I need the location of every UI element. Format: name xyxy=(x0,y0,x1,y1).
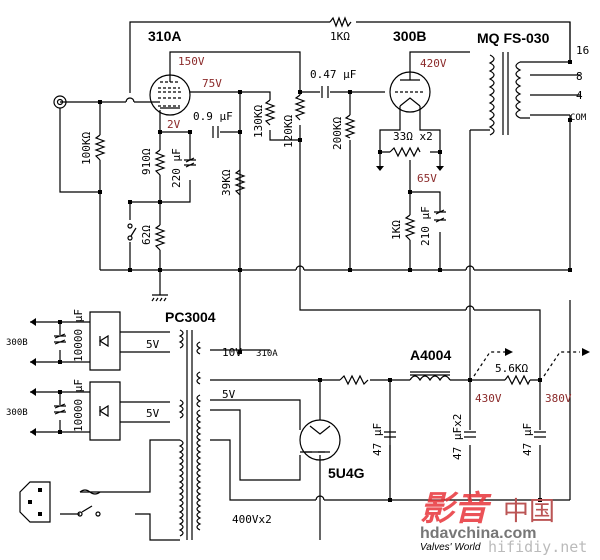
label-39k: 39KΩ xyxy=(220,169,233,196)
label-0-47uf: 0.47 μF xyxy=(310,68,356,81)
voltage-75v: 75V xyxy=(202,77,222,90)
voltage-2v: 2V xyxy=(167,118,181,131)
arrow-icon xyxy=(30,166,444,436)
winding-10v: 10V xyxy=(222,346,242,359)
watermark-site: hdavchina.com xyxy=(420,525,536,542)
resistor-39k xyxy=(234,169,246,196)
label-1k-cathode: 1KΩ xyxy=(390,220,403,240)
watermark-brand-cn: 影音 xyxy=(420,489,492,529)
capacitor-10000uf-b xyxy=(54,403,66,415)
label-910: 910Ω xyxy=(140,148,153,175)
resistor-5k6 xyxy=(504,374,531,386)
watermark-brand-cn2: 中国 xyxy=(503,497,555,527)
switch-icon xyxy=(127,223,133,229)
label-47uf-c: 47 μF xyxy=(521,423,534,456)
resistor-hum-balance xyxy=(389,146,421,158)
tap-8: 8 xyxy=(576,70,583,83)
winding-5v-a: 5V xyxy=(146,338,160,351)
label-47uf-a: 47 μF xyxy=(371,423,384,456)
voltage-65v: 65V xyxy=(417,172,437,185)
watermark-tagline: Valves' World xyxy=(420,542,481,553)
capacitor-0-47uf xyxy=(321,86,329,98)
tube-5u4g xyxy=(299,419,341,461)
choke-a4004 xyxy=(409,371,451,382)
junctions xyxy=(28,60,572,516)
voltage-420v: 420V xyxy=(420,57,447,70)
choke-label: A4004 xyxy=(410,347,451,363)
resistor-62 xyxy=(154,224,166,251)
tap-16: 16 xyxy=(576,44,589,57)
power-transformer-label: PC3004 xyxy=(165,309,216,325)
label-1k-feedback: 1KΩ xyxy=(330,30,350,43)
resistors xyxy=(94,16,531,386)
resistor-psu xyxy=(339,374,369,386)
capacitor-47uf-c xyxy=(534,431,546,438)
capacitor-0-9uf xyxy=(212,126,219,138)
winding-10v-tube: 310A xyxy=(256,349,278,359)
label-130k: 130KΩ xyxy=(252,105,265,138)
winding-5v-rect: 5V xyxy=(222,388,236,401)
capacitor-10000uf-a xyxy=(54,333,66,345)
labels: 310A 300B MQ FS-030 PC3004 A4004 5U4G 16… xyxy=(6,28,589,526)
voltage-150v: 150V xyxy=(178,55,205,68)
label-220uf: 220 μF xyxy=(170,148,183,188)
resistor-120k xyxy=(294,94,306,121)
winding-5v-b: 5V xyxy=(146,407,160,420)
capacitor-210uf xyxy=(434,209,446,223)
voltage-380v: 380V xyxy=(545,392,572,405)
fuse-icon xyxy=(79,489,101,495)
output-transformer-label: MQ FS-030 xyxy=(477,30,550,46)
resistor-1k-cathode xyxy=(404,214,416,241)
capacitors xyxy=(54,86,546,438)
resistor-910 xyxy=(154,149,166,176)
label-120k: 120KΩ xyxy=(282,115,295,148)
label-33-x2: 33Ω x2 xyxy=(393,130,433,143)
capacitor-47uf-b xyxy=(464,431,476,438)
power-transformer xyxy=(178,329,202,540)
winding-400vx2: 400Vx2 xyxy=(232,513,272,526)
label-0-9uf: 0.9 μF xyxy=(193,110,233,123)
diode-icon xyxy=(98,334,109,348)
tap-com: COM xyxy=(570,113,587,123)
label-10000uf-b: 10000 μF xyxy=(72,379,85,432)
supply-300b-a: 300B xyxy=(6,338,28,348)
label-47uf-b: 47 μFx2 xyxy=(451,414,464,460)
tube-300b xyxy=(389,71,431,113)
label-10000uf-a: 10000 μF xyxy=(72,309,85,362)
tube-310a xyxy=(149,74,191,116)
sense-arrow-icon xyxy=(473,351,505,377)
voltage-430v: 430V xyxy=(475,392,502,405)
diode-icon xyxy=(98,404,109,418)
input-jack-icon xyxy=(53,95,67,109)
tube-label-310a: 310A xyxy=(148,28,181,44)
sense-arrow-icon xyxy=(543,351,580,377)
capacitor-220uf xyxy=(184,157,196,168)
label-5k6: 5.6KΩ xyxy=(495,362,528,375)
tap-4: 4 xyxy=(576,89,583,102)
tube-label-300b: 300B xyxy=(393,28,426,44)
ground-icon xyxy=(151,294,168,302)
label-210uf: 210 μF xyxy=(419,206,432,246)
resistor-1k-feedback xyxy=(329,16,352,28)
label-62: 62Ω xyxy=(140,225,153,245)
resistor-200k xyxy=(344,114,356,139)
watermark: 影音 中国 hdavchina.com Valves' World hifidi… xyxy=(420,489,587,556)
tube-label-5u4g: 5U4G xyxy=(328,465,365,481)
misc-symbols xyxy=(30,95,590,517)
label-100k: 100KΩ xyxy=(80,132,93,165)
label-200k: 200KΩ xyxy=(331,117,344,150)
watermark-site2: hifidiy.net xyxy=(488,538,587,556)
resistor-100k xyxy=(94,134,106,161)
capacitor-47uf-a xyxy=(384,431,396,438)
resistor-130k xyxy=(264,99,276,126)
output-transformer xyxy=(488,52,530,136)
supply-300b-b: 300B xyxy=(6,408,28,418)
